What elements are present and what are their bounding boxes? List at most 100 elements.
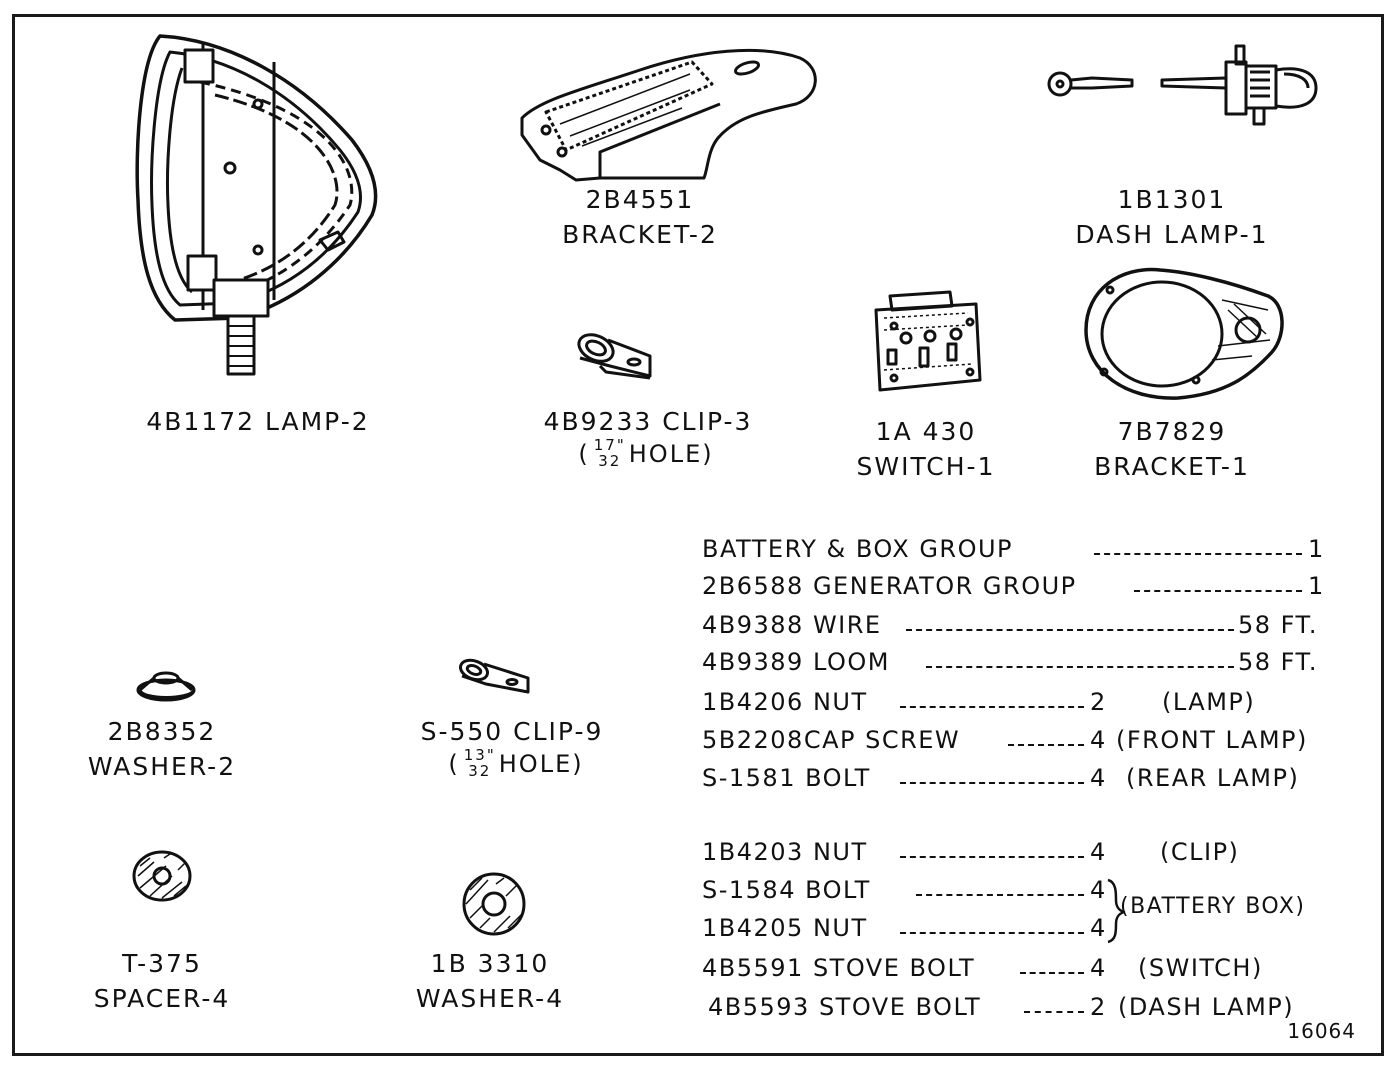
part-number: 2B8352 xyxy=(107,717,217,746)
list-qty: 2 xyxy=(1090,993,1107,1021)
part-number: 1B 3310 xyxy=(430,949,550,978)
caption-switch: 1A 430 SWITCH-1 xyxy=(857,414,996,484)
battery-box-note: (BATTERY BOX) xyxy=(1120,894,1306,919)
list-qty: 4 xyxy=(1090,914,1107,942)
clip-3-drawing xyxy=(577,333,652,380)
caption-bracket-1: 7B7829 BRACKET-1 xyxy=(1094,414,1250,484)
list-note: (DASH LAMP) xyxy=(1118,993,1295,1021)
list-item: 4B5593 STOVE BOLT 2 (DASH LAMP) xyxy=(702,990,1342,1024)
part-name: WASHER-4 xyxy=(415,984,565,1013)
leader-line xyxy=(1008,744,1084,746)
list-item: 4B9389 LOOM 58 FT. xyxy=(702,645,1332,679)
caption-spacer: T-375 SPACER-4 xyxy=(94,946,231,1016)
clip-9-hole-size: ( 13"32 HOLE ) xyxy=(448,746,584,780)
leader-line xyxy=(900,932,1084,934)
lamp-drawing xyxy=(135,34,378,376)
clip-3-hole-size: ( 17"32 HOLE ) xyxy=(578,436,714,470)
leader-line xyxy=(900,856,1084,858)
dash-lamp-drawing xyxy=(1047,44,1318,126)
part-number: T-375 xyxy=(122,949,202,978)
diagram-frame xyxy=(12,14,1384,1056)
parts-list: BATTERY & BOX GROUP 1 2B6588 GENERATOR G… xyxy=(702,532,1342,1032)
caption-bracket-2: 2B4551 BRACKET-2 xyxy=(562,182,718,252)
list-note: (CLIP) xyxy=(1160,838,1240,866)
list-note: (LAMP) xyxy=(1162,688,1256,716)
list-qty: 1 xyxy=(1308,572,1325,600)
caption-lamp: 4B1172 LAMP-2 xyxy=(146,404,369,439)
part-number: 4B1172 xyxy=(146,407,256,436)
list-item: S-1581 BOLT 4 (REAR LAMP) xyxy=(702,761,1342,795)
list-item: 1B4203 NUT 4 (CLIP) xyxy=(702,835,1342,869)
leader-line xyxy=(926,666,1234,668)
list-part: 1B4203 NUT xyxy=(702,838,868,866)
list-item: 4B9388 WIRE 58 FT. xyxy=(702,608,1332,642)
part-name: DASH LAMP-1 xyxy=(1075,220,1269,249)
bracket-2-drawing xyxy=(520,48,817,182)
list-qty: 2 xyxy=(1090,688,1107,716)
hole-numerator: 13" xyxy=(463,746,496,764)
hole-numerator: 17" xyxy=(593,436,626,454)
list-part: 4B5593 STOVE BOLT xyxy=(708,993,982,1021)
list-note: (SWITCH) xyxy=(1138,954,1263,982)
list-part: 1B4206 NUT xyxy=(702,688,868,716)
list-note: (FRONT LAMP) xyxy=(1116,726,1308,754)
list-qty: 4 xyxy=(1090,726,1107,754)
list-part: S-1584 BOLT xyxy=(702,876,871,904)
list-part: S-1581 BOLT xyxy=(702,764,871,792)
part-name: LAMP-2 xyxy=(265,407,370,436)
list-note: (REAR LAMP) xyxy=(1126,764,1300,792)
leader-line xyxy=(1024,1011,1084,1013)
bracket-1-drawing xyxy=(1084,267,1284,400)
caption-clip-3: 4B9233 CLIP-3 xyxy=(544,404,753,439)
washer-2-drawing xyxy=(136,671,196,702)
list-part: BATTERY & BOX GROUP xyxy=(702,535,1014,563)
part-number: 4B9233 xyxy=(543,407,653,436)
list-item: 2B6588 GENERATOR GROUP 1 xyxy=(702,569,1325,603)
list-qty: 4 xyxy=(1090,954,1107,982)
caption-washer-4: 1B 3310 WASHER-4 xyxy=(416,946,564,1016)
leader-line xyxy=(916,894,1084,896)
hole-label: HOLE xyxy=(498,749,573,778)
list-item: S-1584 BOLT 4 xyxy=(702,873,1342,907)
part-name: BRACKET-2 xyxy=(562,220,718,249)
list-part: 4B5591 STOVE BOLT xyxy=(702,954,976,982)
part-number: 7B7829 xyxy=(1117,417,1227,446)
list-qty: 4 xyxy=(1090,838,1107,866)
list-qty: 4 xyxy=(1090,876,1107,904)
part-number: S-550 xyxy=(420,717,504,746)
list-qty: 4 xyxy=(1090,764,1107,792)
part-name: SPACER-4 xyxy=(93,984,231,1013)
hole-label: HOLE xyxy=(628,439,703,468)
list-part: 4B9388 WIRE xyxy=(702,611,882,639)
part-number: 1A 430 xyxy=(875,417,977,446)
list-item: 1B4206 NUT 2 (LAMP) xyxy=(702,685,1332,719)
hole-denominator: 32 xyxy=(468,762,492,780)
part-name: CLIP-9 xyxy=(513,717,604,746)
part-name: WASHER-2 xyxy=(87,752,237,781)
list-qty: 1 xyxy=(1308,535,1325,563)
washer-4-drawing xyxy=(462,872,526,936)
leader-line xyxy=(1094,553,1302,555)
part-number: 2B4551 xyxy=(585,185,695,214)
caption-washer-2: 2B8352 WASHER-2 xyxy=(88,714,236,784)
list-part: 4B9389 LOOM xyxy=(702,648,890,676)
clip-9-drawing xyxy=(458,658,530,694)
leader-line xyxy=(1134,590,1302,592)
part-number: 1B1301 xyxy=(1117,185,1227,214)
part-name: SWITCH-1 xyxy=(856,452,996,481)
leader-line xyxy=(906,629,1234,631)
list-qty: 58 FT. xyxy=(1238,611,1318,639)
list-part: 1B4205 NUT xyxy=(702,914,868,942)
leader-line xyxy=(900,782,1084,784)
list-part: 2B6588 GENERATOR GROUP xyxy=(702,572,1077,600)
figure-number: 16064 xyxy=(1287,1019,1356,1043)
list-item: 4B5591 STOVE BOLT 4 (SWITCH) xyxy=(702,951,1342,985)
caption-clip-9: S-550 CLIP-9 xyxy=(421,714,604,749)
switch-drawing xyxy=(874,290,982,392)
caption-dash-lamp: 1B1301 DASH LAMP-1 xyxy=(1075,182,1268,252)
list-item: 1B4205 NUT 4 xyxy=(702,911,1342,945)
leader-line xyxy=(900,706,1084,708)
hole-denominator: 32 xyxy=(598,452,622,470)
part-name: BRACKET-1 xyxy=(1094,452,1250,481)
